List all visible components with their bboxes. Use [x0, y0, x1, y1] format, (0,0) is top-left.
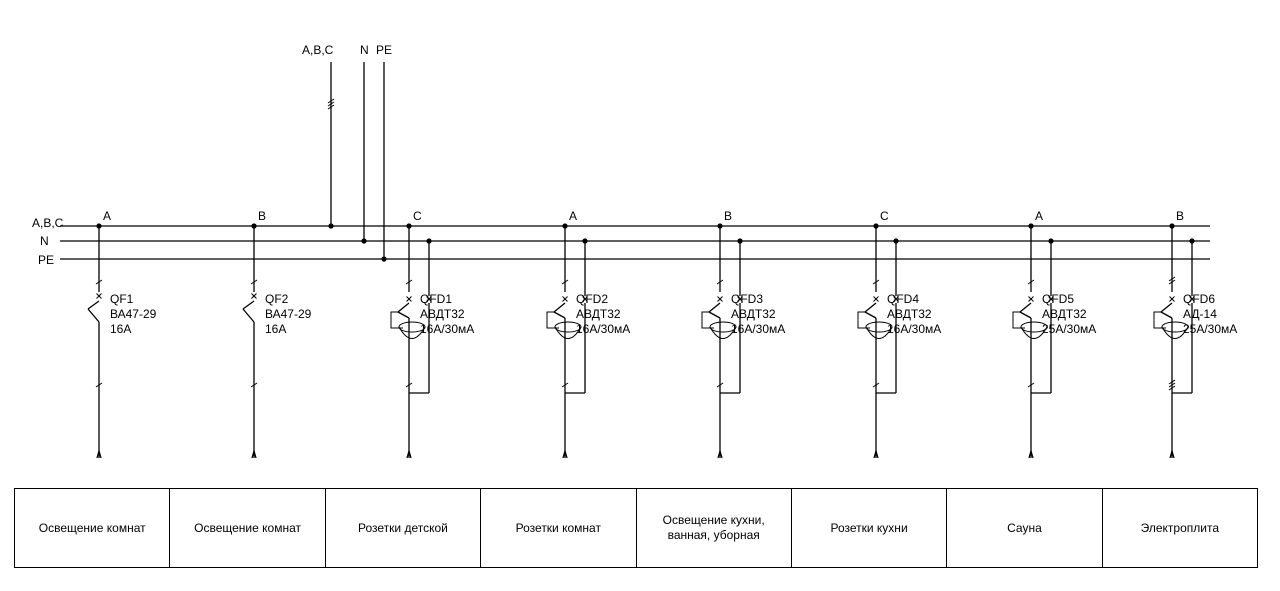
feeder-rating-label: 16А — [110, 322, 131, 336]
load-cell: Освещение комнат — [38, 520, 146, 535]
load-cell: Электроплита — [1101, 489, 1257, 567]
feeder-phase-label: C — [880, 209, 889, 223]
load-cell: Освещение комнат — [169, 489, 324, 567]
load-cell: Розетки комнат — [480, 489, 635, 567]
feeder-phase-label: A — [103, 209, 111, 223]
feeder-phase-label: A — [1035, 209, 1043, 223]
feeder-device-label: QF1 — [110, 292, 134, 306]
feed-neutral-label: N — [360, 43, 369, 57]
feeder-phase-label: B — [1176, 209, 1184, 223]
feed-three-phase-mark — [327, 98, 335, 110]
junction-dot — [381, 256, 387, 262]
junction-dot — [361, 238, 367, 244]
load-cell: Розетки кухни — [790, 489, 946, 567]
feeder-model-label: АВДТ32 — [576, 307, 621, 321]
feeder-model-label: АВДТ32 — [420, 307, 465, 321]
feeder-model-label: ВА47-29 — [265, 307, 312, 321]
feeder-device-label: QFD5 — [1042, 292, 1074, 306]
feeder-device-label: QFD6 — [1183, 292, 1215, 306]
feeder-rating-label: 16А/30мА — [887, 322, 941, 336]
feeder-phase-label: A — [569, 209, 577, 223]
feeder-device-label: QF2 — [265, 292, 289, 306]
bus-phase-label: A,B,C — [32, 216, 64, 230]
bus-neutral-label: N — [40, 234, 49, 248]
feeder-rating-label: 25А/30мА — [1183, 322, 1237, 336]
feeder-model-label: АВДТ32 — [1042, 307, 1087, 321]
feed-earth-label: PE — [376, 43, 392, 57]
feeder-rating-label: 16А/30мА — [731, 322, 785, 336]
feeder-device-label: QFD1 — [420, 292, 452, 306]
feeder-device-label: QFD3 — [731, 292, 763, 306]
feed-phase-label: A,B,C — [302, 43, 334, 57]
feeder-rating-label: 16А/30мА — [420, 322, 474, 336]
feeder-phase-label: B — [724, 209, 732, 223]
feeder-model-label: АД-14 — [1183, 307, 1217, 321]
load-cell: Розетки детской — [324, 489, 480, 567]
feeder-model-label: ВА47-29 — [110, 307, 157, 321]
feeders: AQF1ВА47-2916АBQF2ВА47-2916АCQFD1АВДТ321… — [87, 209, 1237, 459]
load-cell: Освещение кухни, ванная, уборная — [635, 489, 791, 567]
feeder-rating-label: 16А/30мА — [576, 322, 630, 336]
feeder-phase-label: B — [258, 209, 266, 223]
junction-dot — [328, 223, 334, 229]
load-cell: Сауна — [946, 489, 1101, 567]
feeder-model-label: АВДТ32 — [887, 307, 932, 321]
bus-earth-label: PE — [38, 253, 54, 267]
feeder-device-label: QFD2 — [576, 292, 608, 306]
feeder-rating-label: 25А/30мА — [1042, 322, 1096, 336]
feeder-phase-label: C — [413, 209, 422, 223]
feeder-model-label: АВДТ32 — [731, 307, 776, 321]
feeder-device-label: QFD4 — [887, 292, 919, 306]
feeder-rating-label: 16А — [265, 322, 286, 336]
incoming-feed: A,B,C N PE — [302, 43, 392, 262]
